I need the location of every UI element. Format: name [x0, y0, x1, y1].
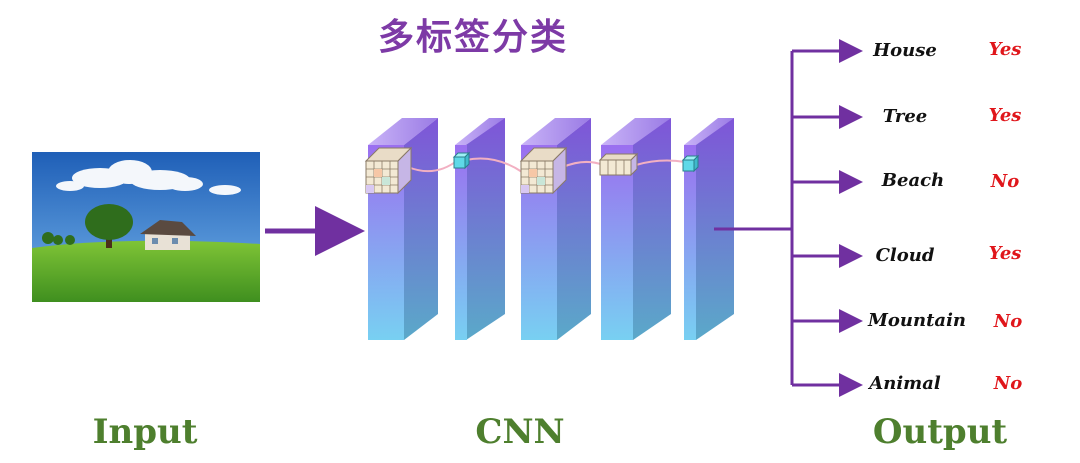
- output-label-house: House: [873, 40, 937, 61]
- kernel-cube-2: [452, 151, 471, 170]
- output-value-mountain: No: [993, 311, 1023, 332]
- kernel-cube-1: [364, 146, 413, 195]
- output-label-animal: Animal: [869, 373, 941, 394]
- kernel-cube-3: [519, 146, 568, 195]
- output-label-cloud: Cloud: [875, 245, 935, 266]
- cnn-section-label: CNN: [475, 412, 565, 452]
- output-value-cloud: Yes: [988, 243, 1022, 264]
- output-label-mountain: Mountain: [867, 310, 966, 331]
- diagram-title: 多标签分类: [378, 16, 569, 58]
- input-photo: [32, 152, 260, 302]
- output-label-beach: Beach: [881, 170, 945, 191]
- cnn-layer-2: [455, 118, 505, 340]
- output-value-animal: No: [993, 373, 1023, 394]
- kernel-cube-4: [598, 152, 639, 177]
- output-value-beach: No: [990, 171, 1020, 192]
- input-section-label: Input: [92, 412, 198, 452]
- cnn-layer-4: [601, 118, 671, 340]
- output-value-tree: Yes: [988, 105, 1022, 126]
- output-value-house: Yes: [988, 39, 1022, 60]
- output-label-tree: Tree: [882, 106, 928, 127]
- kernel-cube-5: [681, 154, 700, 173]
- output-branches: [714, 39, 863, 397]
- kernel-connections: [407, 157, 686, 173]
- output-section-label: Output: [872, 412, 1008, 452]
